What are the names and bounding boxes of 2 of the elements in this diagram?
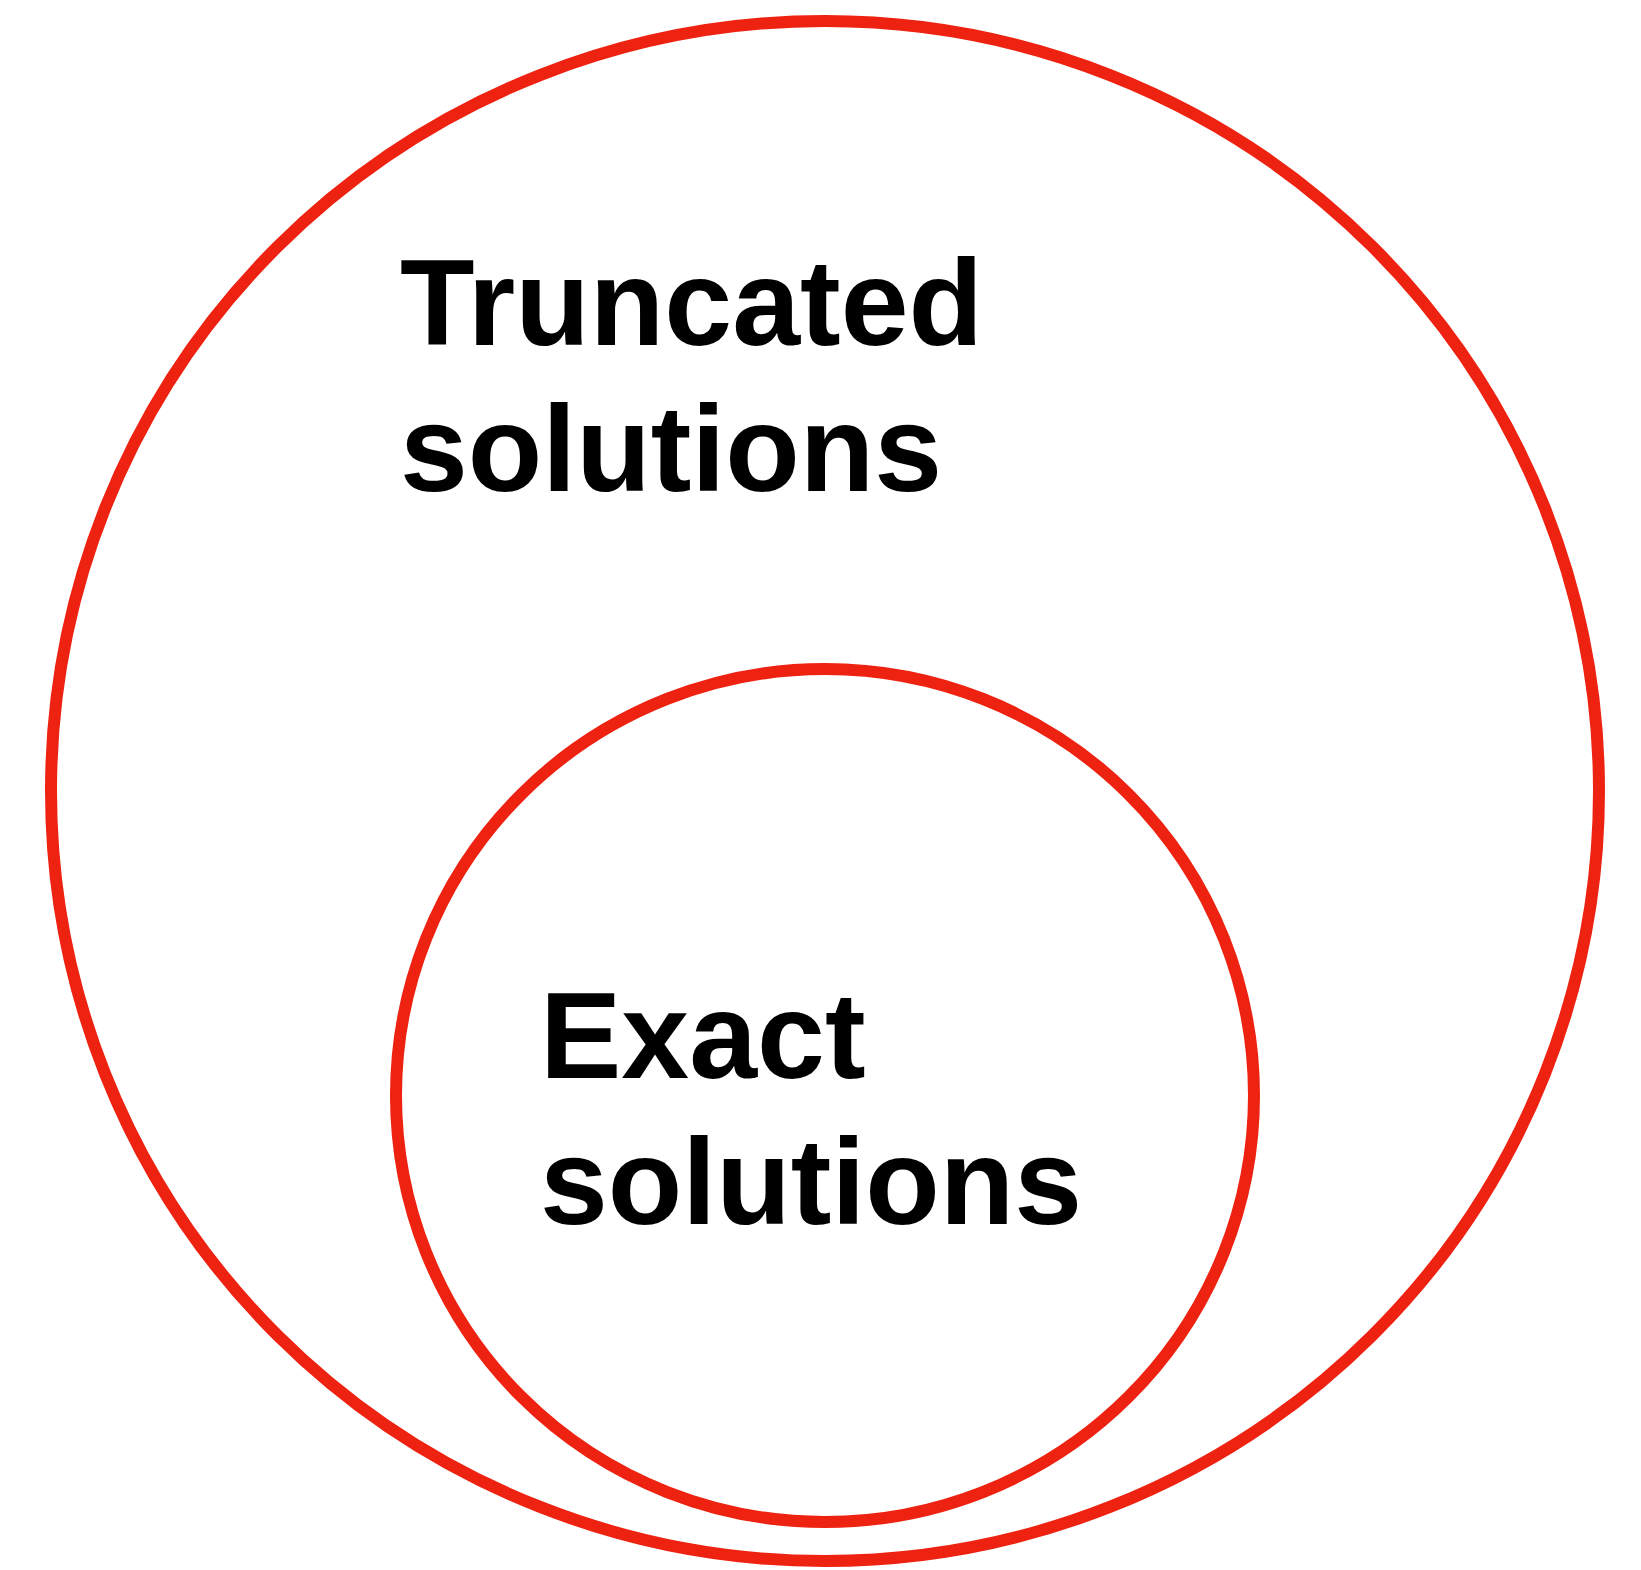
- set-label: Truncated solutions: [400, 234, 984, 519]
- set-label: Exact solutions: [540, 967, 1084, 1252]
